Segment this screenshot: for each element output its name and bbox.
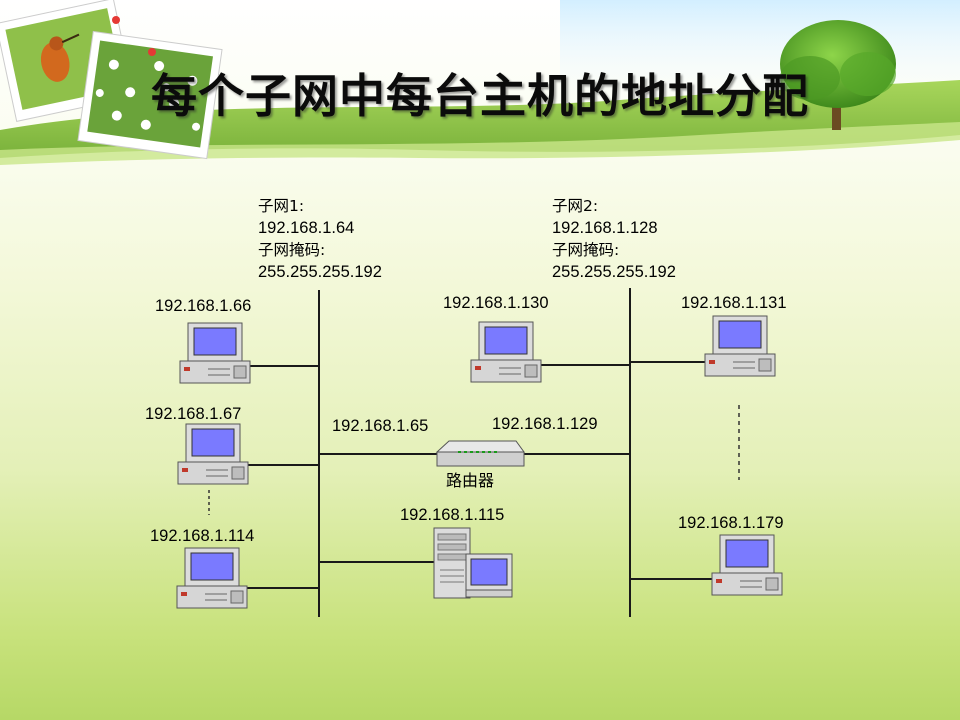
host-114-icon — [176, 547, 248, 609]
host-130-icon — [470, 321, 542, 383]
subnet1-mask-label: 子网掩码: — [258, 241, 326, 259]
router-icon — [435, 440, 525, 467]
subnet2-mask: 255.255.255.192 — [552, 263, 676, 281]
tree-icon — [780, 20, 896, 130]
host-179-icon — [711, 534, 783, 596]
router-if2-label: 192.168.1.129 — [492, 415, 598, 433]
subnet2-info: 子网2: 192.168.1.128 子网掩码: 255.255.255.192 — [552, 195, 676, 283]
subnet2-address: 192.168.1.128 — [552, 219, 658, 237]
pin-icon — [112, 16, 120, 24]
subnet1-name: 子网1: — [258, 197, 305, 215]
router-if1-label: 192.168.1.65 — [332, 417, 429, 435]
subnet1-info: 子网1: 192.168.1.64 子网掩码: 255.255.255.192 — [258, 195, 382, 283]
host-131-icon — [704, 315, 776, 377]
host-67-label: 192.168.1.67 — [145, 405, 242, 423]
subnet2-mask-label: 子网掩码: — [552, 241, 620, 259]
subnet2-name: 子网2: — [552, 197, 599, 215]
host-131-label: 192.168.1.131 — [681, 294, 787, 312]
pin-icon — [148, 48, 156, 56]
subnet1-address: 192.168.1.64 — [258, 219, 355, 237]
host-130-label: 192.168.1.130 — [443, 294, 549, 312]
photo-flowers-icon — [77, 30, 223, 160]
host-67-icon — [177, 423, 249, 485]
page-title: 每个子网中每台主机的地址分配 — [151, 69, 809, 123]
host-115-label: 192.168.1.115 — [400, 506, 505, 524]
host-66-label: 192.168.1.66 — [155, 297, 252, 315]
subnet1-mask: 255.255.255.192 — [258, 263, 382, 281]
host-66-icon — [179, 322, 251, 384]
host-179-label: 192.168.1.179 — [678, 514, 784, 532]
router-label: 路由器 — [446, 471, 495, 490]
host-114-label: 192.168.1.114 — [150, 527, 255, 545]
server-icon — [433, 527, 513, 599]
